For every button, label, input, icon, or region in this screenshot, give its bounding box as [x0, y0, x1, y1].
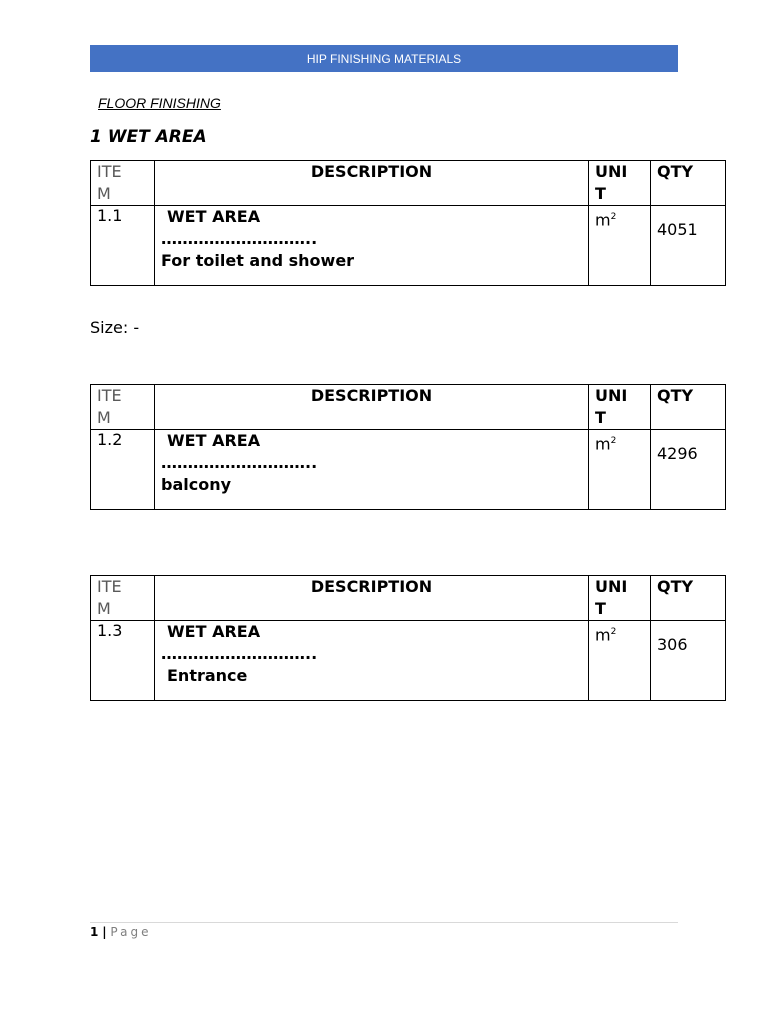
description-title: WET AREA: [167, 431, 261, 450]
col-unit-header: UNIT: [595, 577, 628, 618]
description-text: For toilet and shower: [161, 251, 355, 270]
table-header-row: ITEM DESCRIPTION UNIT QTY: [90, 575, 726, 621]
description-dots: ………………………..: [161, 453, 318, 472]
col-qty-header: QTY: [657, 577, 694, 596]
page-footer: 1 | Page: [90, 925, 151, 939]
header-title: HIP FINISHING MATERIALS: [306, 51, 462, 66]
table-header-row: ITEM DESCRIPTION UNIT QTY: [90, 384, 726, 430]
description-dots: ………………………..: [161, 644, 318, 663]
col-description-header: DESCRIPTION: [310, 386, 433, 405]
col-unit-header: UNIT: [595, 162, 628, 203]
qty-value: 4051: [657, 220, 698, 239]
col-description-header: DESCRIPTION: [310, 162, 433, 181]
description-text: Entrance: [167, 666, 248, 685]
qty-value: 4296: [657, 444, 698, 463]
page-label: Page: [110, 925, 152, 939]
item-number: 1.3: [97, 621, 123, 640]
footer-divider: [90, 922, 678, 923]
col-item-header: ITEM: [97, 577, 122, 618]
qty-value: 306: [657, 635, 688, 654]
description-title: WET AREA: [167, 207, 261, 226]
unit-value: m2: [595, 625, 617, 645]
unit-value: m2: [595, 210, 617, 230]
size-label: Size: -: [90, 318, 140, 337]
subsection-title: 1 WET AREA: [90, 127, 207, 147]
table-row: 1.2 WET AREA ……………………….. balcony m2 4296: [90, 429, 726, 510]
item-number: 1.1: [97, 206, 123, 225]
table-row: 1.3 WET AREA ……………………….. Entrance m2 306: [90, 620, 726, 701]
description-title: WET AREA: [167, 622, 261, 641]
col-unit-header: UNIT: [595, 386, 628, 427]
item-table-3: ITEM DESCRIPTION UNIT QTY 1.3 WET AREA ……: [90, 575, 726, 701]
page-number: 1: [90, 925, 99, 939]
col-qty-header: QTY: [657, 386, 694, 405]
section-title: FLOOR FINISHING: [98, 95, 221, 111]
unit-value: m2: [595, 434, 617, 454]
item-number: 1.2: [97, 430, 123, 449]
footer-separator: |: [102, 925, 107, 939]
col-qty-header: QTY: [657, 162, 694, 181]
table-row: 1.1 WET AREA ……………………….. For toilet and …: [90, 205, 726, 286]
item-table-2: ITEM DESCRIPTION UNIT QTY 1.2 WET AREA ……: [90, 384, 726, 510]
col-item-header: ITEM: [97, 162, 122, 203]
table-header-row: ITEM DESCRIPTION UNIT QTY: [90, 160, 726, 206]
description-dots: ………………………..: [161, 229, 318, 248]
header-bar: HIP FINISHING MATERIALS: [90, 45, 678, 72]
col-description-header: DESCRIPTION: [310, 577, 433, 596]
description-text: balcony: [161, 475, 232, 494]
item-table-1: ITEM DESCRIPTION UNIT QTY 1.1 WET AREA ……: [90, 160, 726, 286]
col-item-header: ITEM: [97, 386, 122, 427]
